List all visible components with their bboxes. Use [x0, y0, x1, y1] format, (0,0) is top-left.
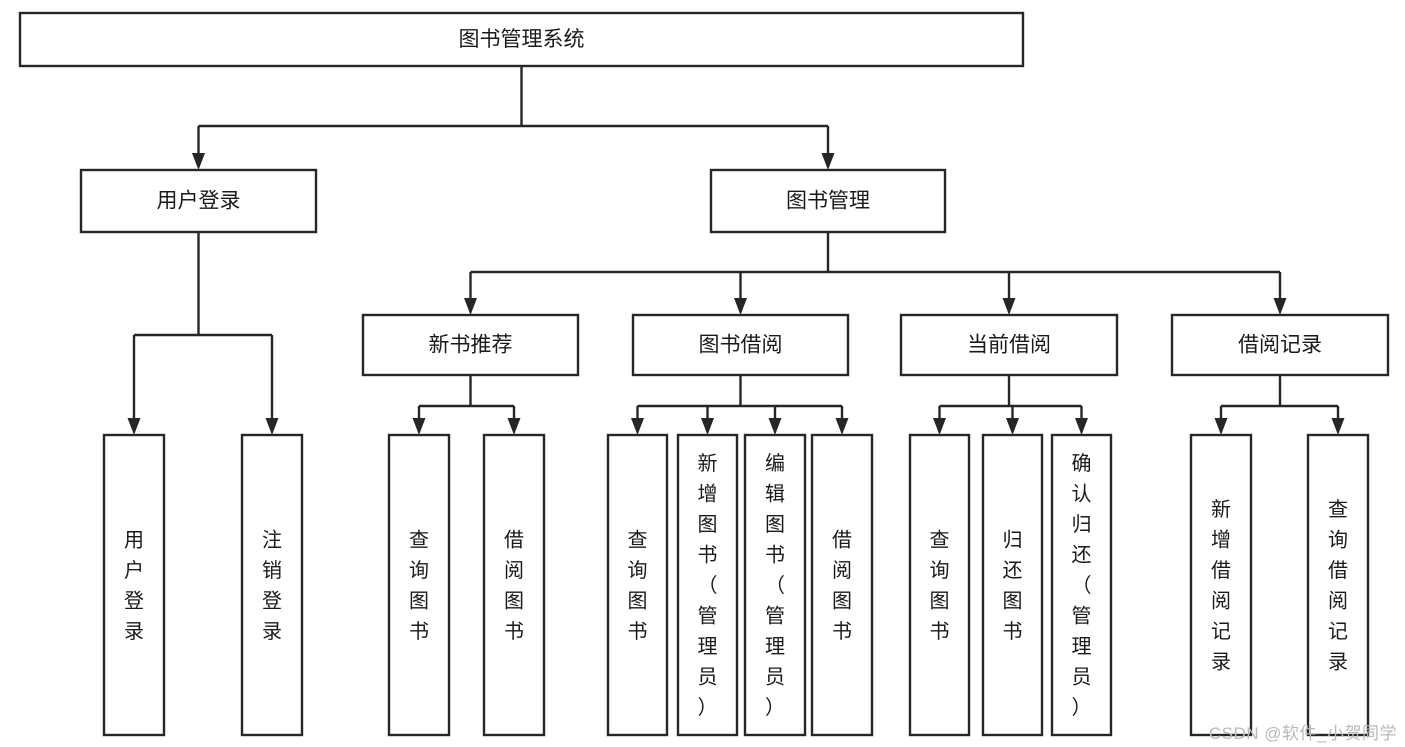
- node-leaf-borrow-query[interactable]: 查询图书: [606, 433, 669, 737]
- node-box[interactable]: [18, 11, 1025, 68]
- arrow-head-icon: [631, 418, 644, 435]
- node-label: 借阅图书: [832, 529, 852, 644]
- node-box[interactable]: [361, 313, 580, 377]
- arrow-head-icon: [835, 418, 849, 435]
- edge-group-root: [192, 66, 835, 170]
- arrow-head-icon: [412, 418, 426, 435]
- node-label: 图书管理系统: [459, 28, 585, 51]
- node-box[interactable]: [79, 168, 318, 234]
- edge-group-user-login: [127, 232, 279, 435]
- node-label: 注销登录: [262, 529, 282, 644]
- arrow-head-icon: [1006, 418, 1019, 435]
- arrow-head-icon: [1002, 298, 1016, 315]
- edge-group-new-book-rec: [412, 375, 521, 435]
- node-leaf-cur-query[interactable]: 查询图书: [908, 433, 971, 737]
- node-label: 归还图书: [1003, 529, 1023, 644]
- node-label: 新书推荐: [429, 334, 513, 357]
- arrow-head-icon: [1331, 418, 1345, 435]
- arrow-head-icon: [1273, 298, 1287, 315]
- node-label: 图书借阅: [699, 334, 783, 357]
- arrow-head-icon: [192, 153, 205, 170]
- node-leaf-borrow-lend[interactable]: 借阅图书: [810, 433, 874, 737]
- node-label: 借阅图书: [504, 529, 524, 644]
- node-label: 借阅记录: [1238, 334, 1322, 357]
- node-label: 编辑图书（管理员）: [765, 452, 785, 719]
- node-label: 查询图书: [628, 529, 648, 644]
- node-box[interactable]: [743, 433, 807, 737]
- node-box[interactable]: [1170, 313, 1390, 377]
- arrow-head-icon: [701, 418, 714, 435]
- node-box[interactable]: [981, 433, 1044, 737]
- node-label: 新增图书（管理员）: [698, 452, 718, 719]
- arrow-head-icon: [265, 418, 279, 435]
- node-label: 确认归还（管理员）: [1072, 452, 1092, 719]
- node-label: 用户登录: [157, 190, 241, 213]
- node-root[interactable]: 图书管理系统: [18, 11, 1025, 68]
- arrow-head-icon: [1075, 418, 1088, 435]
- edge-group-book-borrow: [631, 375, 849, 435]
- node-label: 查询图书: [930, 529, 950, 644]
- node-book-manage[interactable]: 图书管理: [709, 168, 947, 234]
- connector-layer: [127, 66, 1345, 435]
- node-label: 新增借阅记录: [1211, 498, 1231, 674]
- node-new-book-rec[interactable]: 新书推荐: [361, 313, 580, 377]
- node-leaf-borrow-edit[interactable]: 编辑图书（管理员）: [743, 433, 807, 737]
- arrow-head-icon: [734, 298, 747, 315]
- node-borrow-record[interactable]: 借阅记录: [1170, 313, 1390, 377]
- edge-group-book-manage: [464, 232, 1287, 315]
- node-box[interactable]: [482, 433, 546, 737]
- arrow-head-icon: [768, 418, 782, 435]
- node-box[interactable]: [102, 433, 166, 737]
- arrow-head-icon: [127, 418, 141, 435]
- node-box[interactable]: [709, 168, 947, 234]
- node-leaf-cur-return[interactable]: 归还图书: [981, 433, 1044, 737]
- edge-group-borrow-record: [1214, 375, 1345, 435]
- arrow-head-icon: [821, 153, 835, 170]
- node-current-borrow[interactable]: 当前借阅: [899, 313, 1119, 377]
- node-leaf-user-logout[interactable]: 注销登录: [240, 433, 304, 737]
- node-book-borrow[interactable]: 图书借阅: [631, 313, 850, 377]
- arrow-head-icon: [933, 418, 946, 435]
- node-leaf-rec-query[interactable]: 查询图书: [387, 433, 451, 737]
- csdn-watermark: CSDN @软件_小贺同学: [1208, 724, 1397, 743]
- node-leaf-cur-confirm[interactable]: 确认归还（管理员）: [1050, 433, 1113, 737]
- node-label: 图书管理: [786, 190, 870, 213]
- node-leaf-user-login[interactable]: 用户登录: [102, 433, 166, 737]
- node-label: 查询图书: [409, 529, 429, 644]
- node-leaf-rec-borrow[interactable]: 借阅图书: [482, 433, 546, 737]
- node-box[interactable]: [899, 313, 1119, 377]
- node-box[interactable]: [1306, 433, 1370, 737]
- arrow-head-icon: [1214, 418, 1228, 435]
- node-box[interactable]: [1189, 433, 1253, 737]
- node-user-login[interactable]: 用户登录: [79, 168, 318, 234]
- node-box[interactable]: [387, 433, 451, 737]
- node-box[interactable]: [240, 433, 304, 737]
- node-box[interactable]: [1050, 433, 1113, 737]
- node-box[interactable]: [908, 433, 971, 737]
- node-box[interactable]: [606, 433, 669, 737]
- arrow-head-icon: [507, 418, 521, 435]
- node-leaf-rec-query2[interactable]: 查询借阅记录: [1306, 433, 1370, 737]
- node-box[interactable]: [676, 433, 739, 737]
- node-box[interactable]: [631, 313, 850, 377]
- node-label: 用户登录: [124, 530, 144, 644]
- node-box[interactable]: [810, 433, 874, 737]
- node-layer: 图书管理系统用户登录图书管理新书推荐图书借阅当前借阅借阅记录用户登录注销登录查询…: [18, 11, 1390, 737]
- node-label: 当前借阅: [967, 334, 1051, 357]
- node-label: 查询借阅记录: [1328, 498, 1348, 674]
- node-leaf-borrow-add[interactable]: 新增图书（管理员）: [676, 433, 739, 737]
- arrow-head-icon: [464, 298, 477, 315]
- edge-group-current-borrow: [933, 375, 1088, 435]
- node-leaf-rec-add[interactable]: 新增借阅记录: [1189, 433, 1253, 737]
